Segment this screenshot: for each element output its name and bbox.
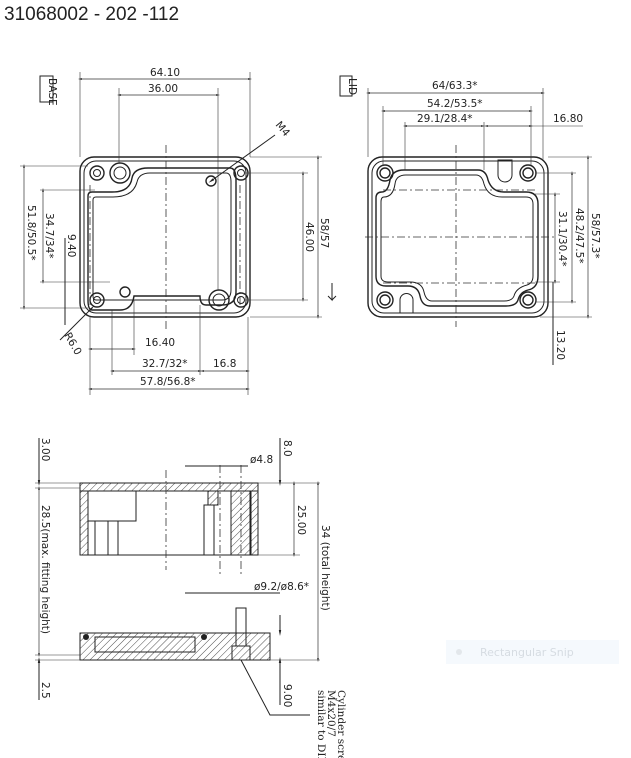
dim-2-5: 2.5	[39, 682, 51, 699]
dim-34-total: 34 (total height)	[319, 525, 331, 611]
dim-r6: R6.0	[61, 331, 83, 358]
dim-54-2: 54.2/53.5*	[427, 98, 483, 110]
screw-note: Cylinder screw M4x20/7 similar to DIN 84	[315, 690, 347, 758]
dim-51-8: 51.8/50.5*	[25, 205, 37, 261]
drawing-title: 31068002 - 202 -112	[4, 4, 180, 25]
dim-dia-9-2: ø9.2/ø8.6*	[254, 581, 309, 593]
lid-holes	[376, 159, 537, 314]
dim-9-40: 9.40	[65, 234, 77, 257]
lid-view: LID 64/63.3* 54.2/53.5* 29.1/28.4* 16.80…	[339, 75, 601, 365]
base-tag: BASE	[46, 78, 58, 106]
dim-3-00: 3.00	[39, 438, 51, 461]
dim-32-7: 32.7/32*	[142, 358, 188, 370]
dim-dia-4-8: ø4.8	[250, 454, 273, 466]
snip-mode-icon	[456, 649, 462, 655]
lid-tag: LID	[346, 78, 358, 95]
dim-25-00: 25.00	[295, 505, 307, 535]
dim-64-10: 64.10	[150, 67, 180, 79]
dim-8-0: 8.0	[281, 440, 293, 457]
section-view: 3.00 28.5(max. fitting height) 2.5 ø4.8 …	[35, 438, 347, 758]
dim-9-00: 9.00	[281, 684, 293, 707]
snip-label: Rectangular Snip	[480, 645, 574, 659]
dim-16-8: 16.8	[213, 358, 236, 370]
dim-28-5: 28.5(max. fitting height)	[39, 505, 51, 634]
dim-58-57: 58/57	[318, 218, 330, 248]
dim-16-80: 16.80	[553, 113, 583, 125]
dim-36-00: 36.00	[148, 83, 178, 95]
note-line-1: Cylinder screw	[335, 690, 347, 758]
dim-29-1: 29.1/28.4*	[417, 113, 473, 125]
dim-16-40: 16.40	[145, 337, 175, 349]
dim-64-63: 64/63.3*	[432, 80, 478, 92]
dim-57-8: 57.8/56.8*	[140, 376, 196, 388]
dim-46-00: 46.00	[303, 222, 315, 252]
dim-13-20: 13.20	[554, 330, 566, 360]
rectangular-snip-button[interactable]: Rectangular Snip	[446, 640, 619, 664]
dim-34-7: 34.7/34*	[43, 213, 55, 259]
note-line-2: M4x20/7	[325, 690, 337, 737]
dim-m4: M4	[273, 119, 293, 139]
base-holes	[89, 162, 249, 311]
dim-48-2: 48.2/47.5*	[573, 208, 585, 264]
base-view: BASE 64.10 36.00 M4 46.00 58/57	[20, 67, 337, 395]
dim-31-1: 31.1/30.4*	[556, 211, 568, 267]
note-line-3: similar to DIN 84	[315, 690, 327, 758]
dim-58-57-3: 58/57.3*	[589, 213, 601, 259]
